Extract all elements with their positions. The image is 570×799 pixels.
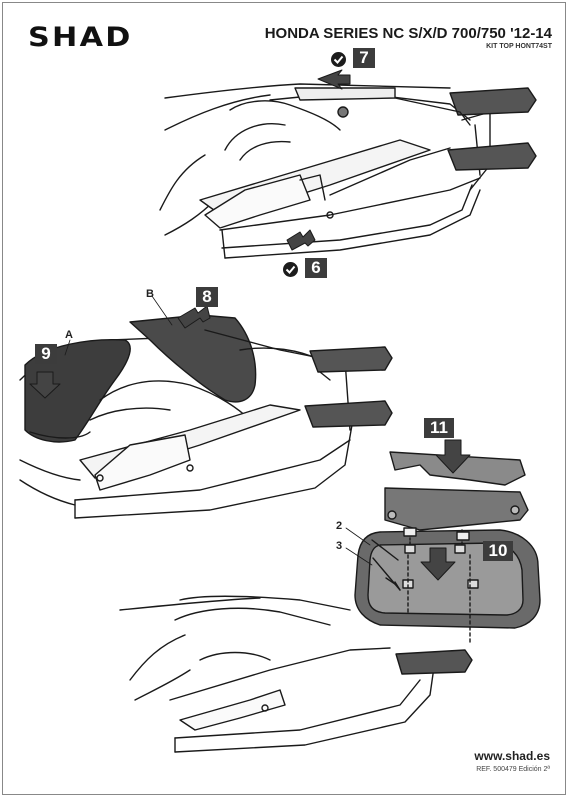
- arrow-step-7: [317, 69, 351, 90]
- illustration-bottom-bike: [119, 595, 473, 753]
- label-2: 2: [336, 520, 343, 532]
- step-8-badge: 8: [196, 287, 218, 307]
- label-b: B: [146, 288, 154, 300]
- step-10-badge: 10: [483, 541, 513, 561]
- brand-logo: SHAD: [28, 22, 133, 53]
- step-11-badge: 11: [424, 418, 454, 438]
- step-7-badge: 7: [353, 48, 375, 68]
- label-a: A: [65, 329, 73, 341]
- illustration-step-10-11: [354, 451, 541, 646]
- document-reference: REF. 500479 Edición 2ª: [476, 766, 550, 773]
- arrow-step-10: [420, 547, 456, 581]
- step-9-badge: 9: [35, 344, 57, 364]
- arrow-step-8: [177, 305, 211, 329]
- page-title: HONDA SERIES NC S/X/D 700/750 '12-14: [264, 25, 552, 42]
- illustration-step-8-9: [19, 314, 393, 519]
- arrow-step-9: [29, 371, 61, 399]
- illustration-step-6-7: [159, 83, 537, 259]
- check-icon: [283, 262, 298, 277]
- arrow-step-11: [435, 439, 471, 474]
- step-6-badge: 6: [305, 258, 327, 278]
- arrow-step-6: [286, 229, 316, 251]
- check-icon: [331, 52, 346, 67]
- label-3: 3: [336, 540, 343, 552]
- kit-reference: KIT TOP HONT74ST: [486, 43, 552, 50]
- website-url: www.shad.es: [474, 749, 550, 763]
